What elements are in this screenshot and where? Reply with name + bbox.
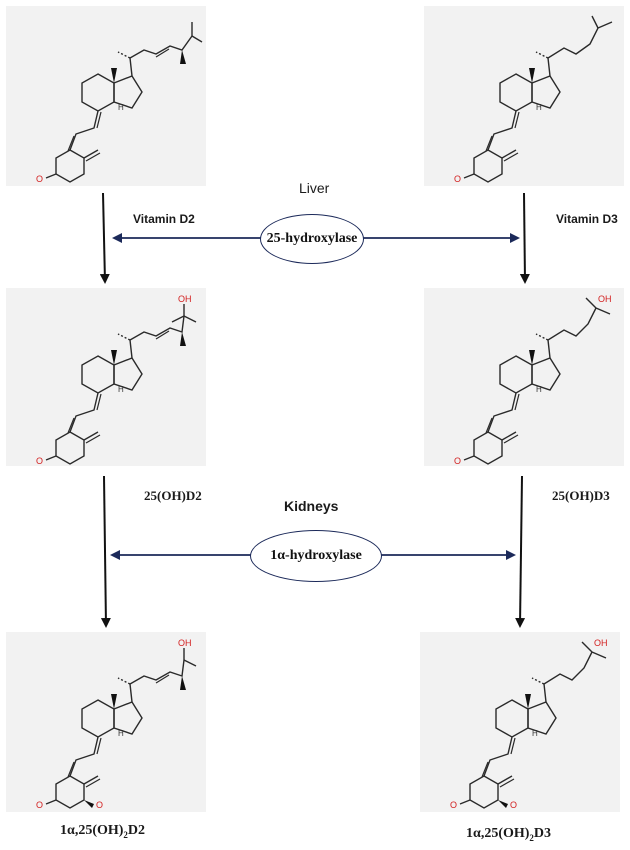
25-oh-d2-structure: OH O — [6, 288, 206, 466]
enzyme-25-hydroxylase: 25-hydroxylase — [260, 214, 364, 264]
svg-text:OH: OH — [178, 294, 192, 304]
flow-arrow-d3-step2 — [515, 475, 526, 628]
organ-liver-label: Liver — [299, 180, 330, 196]
enzyme-1a-hydroxylase-label: 1α-hydroxylase — [270, 548, 362, 563]
flow-arrow-d3-step1 — [519, 192, 530, 284]
calcitriol-d2-structure: OH O O — [6, 632, 206, 812]
svg-text:O: O — [96, 800, 103, 810]
vitamin-d2-label: Vitamin D2 — [133, 212, 195, 226]
svg-text:O: O — [454, 174, 461, 184]
calcitriol-d2-label: 1α,25(OH)2D2 — [60, 823, 146, 840]
calcitriol-d3-label: 1α,25(OH)2D3 — [466, 826, 552, 843]
svg-text:OH: OH — [594, 638, 608, 648]
vitamin-d3-label: Vitamin D3 — [556, 212, 618, 226]
enzyme-1a-hydroxylase: 1α-hydroxylase — [250, 530, 382, 582]
enzyme-25-hydroxylase-label: 25-hydroxylase — [266, 231, 358, 246]
25-oh-d3-structure: OH O — [424, 288, 624, 466]
svg-text:O: O — [36, 800, 43, 810]
svg-text:OH: OH — [178, 638, 192, 648]
svg-text:O: O — [36, 456, 43, 466]
flow-arrow-d2-step2 — [100, 475, 111, 628]
svg-text:O: O — [510, 800, 517, 810]
vitamin-d3-structure: O H — [424, 6, 624, 186]
organ-kidneys-label: Kidneys — [284, 498, 339, 514]
calcitriol-d3-structure: OH O O — [420, 632, 620, 812]
svg-text:OH: OH — [598, 294, 612, 304]
25-oh-d3-label: 25(OH)D3 — [552, 488, 610, 503]
svg-text:O: O — [450, 800, 457, 810]
vitamin-d2-structure: O H — [6, 6, 206, 186]
oxygen-label: O — [36, 174, 43, 184]
svg-text:O: O — [454, 456, 461, 466]
25-oh-d2-label: 25(OH)D2 — [144, 488, 202, 503]
flow-arrow-d2-step1 — [99, 192, 110, 284]
